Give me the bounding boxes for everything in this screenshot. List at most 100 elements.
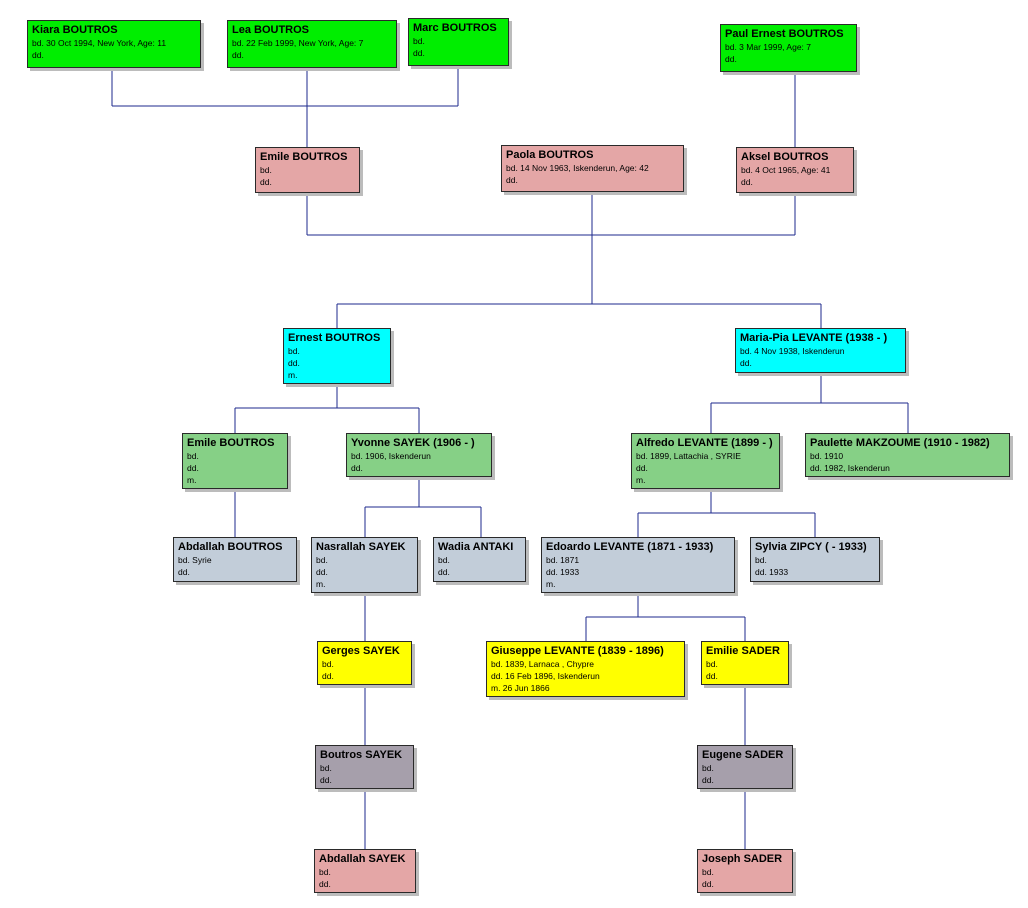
person-detail-line: dd. (706, 671, 718, 681)
person-name: Boutros SAYEK (320, 749, 403, 761)
person-box-ernest[interactable]: Ernest BOUTROS bd. dd. m. (283, 328, 391, 384)
person-detail-line: bd. 4 Oct 1965, Age: 41 (741, 165, 831, 175)
person-box-emile-sr[interactable]: Emile BOUTROS bd. dd. m. (182, 433, 288, 489)
person-name: Sylvia ZIPCY ( - 1933) (755, 541, 867, 553)
person-detail-line: dd. (232, 50, 244, 60)
person-detail-line: m. (636, 475, 646, 485)
person-detail-line: bd. (319, 867, 331, 877)
person-detail-line: dd. (702, 879, 714, 889)
person-detail-line: bd. (187, 451, 199, 461)
person-detail-line: bd. (438, 555, 450, 565)
person-detail-line: dd. (741, 177, 753, 187)
person-detail-line: dd. (260, 177, 272, 187)
person-detail-line: m. (187, 475, 197, 485)
person-name: Aksel BOUTROS (741, 151, 829, 163)
person-name: Paola BOUTROS (506, 149, 594, 161)
person-detail-line: bd. 1910 (810, 451, 844, 461)
person-detail-line: dd. (702, 775, 714, 785)
person-detail-line: bd. (316, 555, 328, 565)
person-detail-line: bd. (260, 165, 272, 175)
person-box-paul-ernest[interactable]: Paul Ernest BOUTROS bd. 3 Mar 1999, Age: … (720, 24, 857, 72)
person-detail-line: dd. (288, 358, 300, 368)
person-name: Edoardo LEVANTE (1871 - 1933) (546, 541, 714, 553)
person-detail-line: bd. 3 Mar 1999, Age: 7 (725, 42, 812, 52)
person-detail-line: dd. (351, 463, 363, 473)
person-box-maria-pia[interactable]: Maria-Pia LEVANTE (1938 - ) bd. 4 Nov 193… (735, 328, 906, 373)
person-detail-line: dd. 1933 (546, 567, 580, 577)
person-detail-line: dd. (413, 48, 425, 58)
person-detail-line: bd. (755, 555, 767, 565)
person-detail-line: bd. (702, 867, 714, 877)
person-box-paulette[interactable]: Paulette MAKZOUME (1910 - 1982) bd. 1910 d… (805, 433, 1010, 477)
person-detail-line: dd. 1982, Iskenderun (810, 463, 890, 473)
person-name: Emile BOUTROS (260, 151, 348, 163)
person-detail-line: bd. 22 Feb 1999, New York, Age: 7 (232, 38, 364, 48)
person-box-yvonne[interactable]: Yvonne SAYEK (1906 - ) bd. 1906, Iskender… (346, 433, 492, 477)
person-detail-line: m. (546, 579, 556, 589)
person-box-abdallah-b[interactable]: Abdallah BOUTROS bd. Syrie dd. (173, 537, 297, 582)
person-name: Wadia ANTAKI (438, 541, 514, 553)
person-box-eugene[interactable]: Eugene SADER bd. dd. (697, 745, 793, 789)
person-name: Abdallah BOUTROS (178, 541, 283, 553)
person-name: Giuseppe LEVANTE (1839 - 1896) (491, 645, 664, 657)
person-detail-line: dd. (740, 358, 752, 368)
person-box-aksel[interactable]: Aksel BOUTROS bd. 4 Oct 1965, Age: 41 dd. (736, 147, 854, 193)
person-box-wadia[interactable]: Wadia ANTAKI bd. dd. (433, 537, 526, 582)
person-box-marc[interactable]: Marc BOUTROS bd. dd. (408, 18, 509, 66)
person-detail-line: bd. (413, 36, 425, 46)
person-detail-line: bd. (322, 659, 334, 669)
person-name: Alfredo LEVANTE (1899 - ) (636, 437, 773, 449)
person-name: Paulette MAKZOUME (1910 - 1982) (810, 437, 990, 449)
person-name: Eugene SADER (702, 749, 784, 761)
person-box-giuseppe[interactable]: Giuseppe LEVANTE (1839 - 1896) bd. 1839, … (486, 641, 685, 697)
person-detail-line: dd. (725, 54, 737, 64)
person-name: Joseph SADER (702, 853, 783, 865)
person-box-sylvia[interactable]: Sylvia ZIPCY ( - 1933)bd.dd. 1933 (750, 537, 880, 582)
person-detail-line: bd. (288, 346, 300, 356)
person-name: Emile BOUTROS (187, 437, 275, 449)
person-box-emile-jr[interactable]: Emile BOUTROS bd. dd. (255, 147, 360, 193)
person-detail-line: bd. Syrie (178, 555, 212, 565)
person-name: Emilie SADER (706, 645, 780, 657)
person-detail-line: dd. (636, 463, 648, 473)
person-name: Abdallah SAYEK (319, 853, 406, 865)
person-detail-line: bd. 1899, Lattachia , SYRIE (636, 451, 741, 461)
person-name: Maria-Pia LEVANTE (1938 - ) (740, 332, 888, 344)
person-detail-line: bd. 4 Nov 1938, Iskenderun (740, 346, 845, 356)
person-box-edoardo[interactable]: Edoardo LEVANTE (1871 - 1933) bd. 1871 dd.… (541, 537, 735, 593)
person-detail-line: m. (316, 579, 326, 589)
person-detail-line: dd. (32, 50, 44, 60)
person-box-alfredo[interactable]: Alfredo LEVANTE (1899 - ) bd. 1899, Latta… (631, 433, 780, 489)
person-box-paola[interactable]: Paola BOUTROS bd. 14 Nov 1963, Iskenderun… (501, 145, 684, 192)
person-detail-line: dd. (187, 463, 199, 473)
person-box-lea[interactable]: Lea BOUTROS bd. 22 Feb 1999, New York, Ag… (227, 20, 397, 68)
person-detail-line: bd. 14 Nov 1963, Iskenderun, Age: 42 (506, 163, 649, 173)
person-box-joseph[interactable]: Joseph SADER bd. dd. (697, 849, 793, 893)
person-name: Gerges SAYEK (322, 645, 400, 657)
person-name: Marc BOUTROS (413, 22, 497, 34)
person-detail-line: m. (288, 370, 298, 380)
person-name: Nasrallah SAYEK (316, 541, 406, 553)
person-detail-line: bd. (320, 763, 332, 773)
person-detail-line: m. 26 Jun 1866 (491, 683, 550, 693)
person-detail-line: dd. (506, 175, 518, 185)
person-name: Paul Ernest BOUTROS (725, 28, 844, 40)
person-detail-line: bd. 1871 (546, 555, 580, 565)
person-detail-line: dd. (438, 567, 450, 577)
person-name: Kiara BOUTROS (32, 24, 118, 36)
person-name: Ernest BOUTROS (288, 332, 381, 344)
person-detail-line: bd. (702, 763, 714, 773)
person-detail-line: bd. 1839, Larnaca , Chypre (491, 659, 595, 669)
person-name: Lea BOUTROS (232, 24, 310, 36)
person-detail-line: bd. 1906, Iskenderun (351, 451, 431, 461)
person-name: Yvonne SAYEK (1906 - ) (351, 437, 475, 449)
person-detail-line: dd. (178, 567, 190, 577)
